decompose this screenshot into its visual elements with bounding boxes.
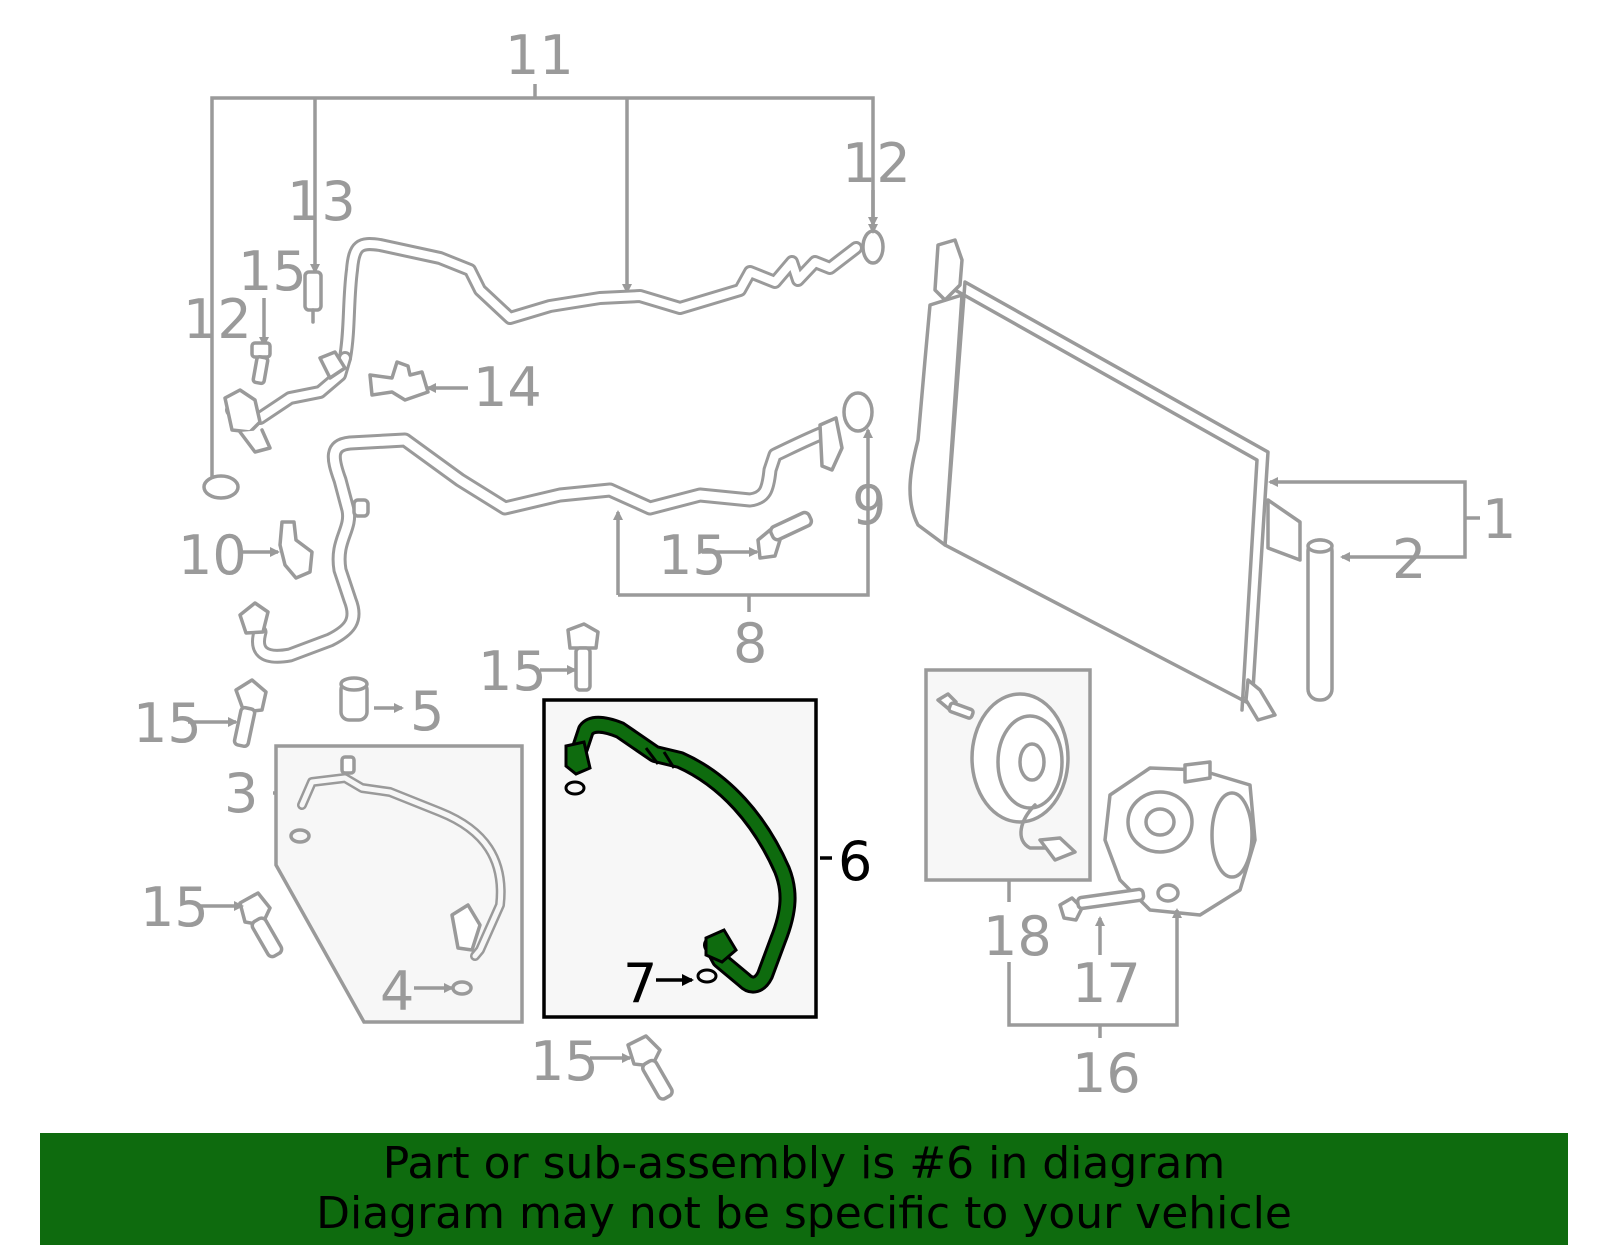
- callout-15-d: 15: [133, 692, 202, 755]
- callout-3: 3: [224, 762, 258, 825]
- bolt-15-center-top: [566, 622, 600, 692]
- callout-13: 13: [287, 170, 356, 233]
- callout-10: 10: [178, 524, 247, 587]
- callout-12-left: 12: [183, 288, 252, 351]
- callout-arrows: [188, 383, 759, 1063]
- banner-line-1: Part or sub-assembly is #6 in diagram: [382, 1138, 1226, 1189]
- discharge-line-8: [238, 416, 844, 664]
- o-ring-9: [842, 391, 874, 433]
- callout-18: 18: [983, 905, 1052, 968]
- box-part-18: [924, 668, 1092, 882]
- callout-15-c: 15: [478, 640, 547, 703]
- bolt-15-lower-left: [238, 891, 284, 959]
- bolt-15-mid: [756, 510, 814, 560]
- leader-1-2: [1268, 477, 1480, 562]
- callout-15-f: 15: [530, 1030, 599, 1093]
- callout-15-b: 15: [658, 524, 727, 587]
- callout-17: 17: [1072, 952, 1141, 1015]
- callout-7: 7: [623, 952, 657, 1015]
- callout-5: 5: [410, 680, 444, 743]
- condenser-1: [908, 238, 1302, 722]
- receiver-drier-2: [1306, 538, 1334, 702]
- leader-8-9: [613, 428, 873, 612]
- callout-2: 2: [1392, 528, 1426, 591]
- box-part-3: [273, 744, 524, 1024]
- callout-1: 1: [1482, 488, 1516, 551]
- cap-5: [339, 676, 369, 722]
- bolt-15-top-left: [250, 341, 272, 386]
- leader-11: [210, 84, 878, 478]
- callout-6: 6: [838, 830, 872, 893]
- callout-8: 8: [733, 612, 767, 675]
- bolt-15-bottom: [626, 1034, 674, 1101]
- bracket-14: [368, 360, 430, 402]
- sensor-13: [303, 270, 323, 324]
- callout-16: 16: [1072, 1042, 1141, 1105]
- callout-15-e: 15: [140, 876, 209, 939]
- compressor-16: [1103, 760, 1257, 917]
- banner-line-2: Diagram may not be specific to your vehi…: [316, 1188, 1292, 1239]
- o-ring-12-right: [861, 229, 885, 265]
- callout-12-right: 12: [842, 132, 911, 195]
- liquid-line-assembly: [223, 237, 863, 454]
- callout-11: 11: [505, 24, 574, 87]
- leader-16-17-18: [1007, 880, 1182, 1038]
- callout-14: 14: [473, 356, 542, 419]
- box-part-6: [542, 698, 832, 1019]
- callout-9: 9: [852, 474, 886, 537]
- info-banner: Part or sub-assembly is #6 in diagram Di…: [40, 1133, 1568, 1245]
- bolt-17: [1058, 887, 1146, 922]
- callout-4: 4: [380, 960, 414, 1023]
- callout-15-a: 15: [238, 240, 307, 303]
- bolt-15-left: [232, 678, 268, 749]
- o-ring-12-left: [202, 474, 240, 500]
- clamp-10: [278, 520, 314, 580]
